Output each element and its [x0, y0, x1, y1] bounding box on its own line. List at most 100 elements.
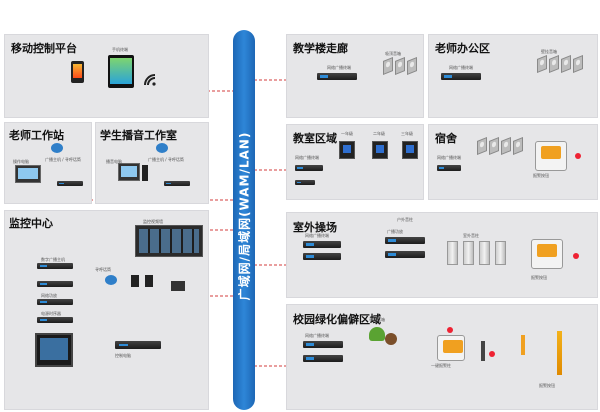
- speaker-icon: [395, 56, 405, 76]
- panel-classroom: 教室区域 网络广播终端 一年级 二年级 三年级: [286, 124, 424, 200]
- tablet-icon: [108, 55, 134, 88]
- device-label: 网络广播终端: [327, 65, 351, 70]
- panel-title: 宿舍: [435, 132, 457, 145]
- broadcast-host-device: [57, 181, 83, 186]
- broadcast-terminal: [295, 180, 315, 185]
- panel-title: 室外操场: [293, 221, 337, 234]
- video-wall: [135, 225, 203, 257]
- device-label: 控制电脑: [115, 353, 131, 358]
- device-label: 网络广播终端: [305, 233, 329, 238]
- speaker-icon: [561, 54, 571, 74]
- panel-monitor-center: 监控中心 监控视频墙 数字广播主机 网络功放 电源时序器 寻呼话筒 控制电脑: [4, 210, 209, 410]
- class-label: 一年级: [341, 131, 353, 136]
- broadcast-terminal: [437, 165, 461, 171]
- class-label: 二年级: [373, 131, 385, 136]
- speaker-icon: [513, 136, 523, 156]
- alarm-light-icon: [489, 351, 495, 357]
- panel-dormitory: 宿舍 网络广播终端 报警按钮: [428, 124, 598, 200]
- speaker-icon: [477, 136, 487, 156]
- media-player-icon: [171, 281, 185, 291]
- device-label: 广播主机 / 寻呼话筒: [148, 157, 184, 162]
- pc-tower-icon: [142, 165, 148, 181]
- paging-mic-icon: [51, 143, 63, 153]
- alarm-light-icon: [575, 153, 581, 159]
- broadcast-terminal: [303, 355, 343, 362]
- class-label: 三年级: [401, 131, 413, 136]
- device-label: 寻呼话筒: [95, 267, 111, 272]
- broadcast-terminal: [303, 241, 341, 248]
- device-label: 操作电脑: [13, 159, 29, 164]
- classroom-speaker: [402, 141, 418, 159]
- speaker-icon: [549, 54, 559, 74]
- speaker-icon: [573, 54, 583, 74]
- device-label: 网络广播终端: [295, 155, 319, 160]
- panel-student-studio: 学生播音工作室 广播主机 / 寻呼话筒 播音电脑: [95, 122, 209, 204]
- device-label: 播音电脑: [106, 159, 122, 164]
- laptop-icon: [15, 165, 41, 183]
- panel-title: 学生播音工作室: [100, 129, 177, 142]
- panel-title: 老师工作站: [9, 129, 64, 142]
- rack-device: [37, 263, 73, 269]
- alarm-box: [535, 141, 567, 171]
- main-host-device: [115, 341, 161, 349]
- lawn-speaker-icon: [369, 327, 385, 341]
- broadcast-host-device: [164, 181, 190, 186]
- speaker-icon: [407, 56, 417, 76]
- speaker-icon: [501, 136, 511, 156]
- panel-outdoor: 室外操场 网络广播终端 广播功放 室外音柱 报警按钮 户外音柱: [286, 212, 598, 298]
- device-label: 一键报警柱: [431, 363, 451, 368]
- speaker-icon: [145, 275, 153, 287]
- speaker-icon: [489, 136, 499, 156]
- broadcast-terminal: [441, 73, 481, 80]
- device-label: 广播主机 / 寻呼话筒: [45, 157, 81, 162]
- device-label: 室外音柱: [463, 233, 479, 238]
- speaker-icon: [131, 275, 139, 287]
- bollard-icon: [481, 341, 485, 361]
- device-label: 网络广播终端: [305, 333, 329, 338]
- paging-mic-icon: [105, 275, 117, 285]
- device-label: 网络广播终端: [449, 65, 473, 70]
- amplifier-device: [385, 237, 425, 244]
- device-label: 手机终端: [112, 47, 128, 52]
- device-label: 监控视频墙: [143, 219, 163, 224]
- device-label: 报警按钮: [539, 383, 555, 388]
- device-label: 户外音柱: [397, 217, 413, 222]
- rack-device: [37, 317, 73, 323]
- device-label: 吸顶音箱: [385, 51, 401, 56]
- panel-title: 教室区域: [293, 132, 337, 145]
- broadcast-terminal: [295, 165, 323, 171]
- panel-title: 教学楼走廊: [293, 42, 348, 55]
- device-label: 数字广播主机: [41, 257, 65, 262]
- device-label: 壁挂音箱: [541, 49, 557, 54]
- panel-garden: 校园绿化偏僻区域 网络广播终端 草坪音箱 一键报警柱 报警按钮: [286, 304, 598, 410]
- rack-device: [37, 299, 73, 305]
- device-label: 报警按钮: [531, 275, 547, 280]
- alarm-post-icon: [521, 335, 525, 355]
- backbone-label: 广域网/局域网(WAM/LAN): [237, 131, 252, 301]
- alarm-light-icon: [447, 327, 453, 333]
- column-speaker: [447, 241, 458, 265]
- desktop-icon: [118, 163, 140, 181]
- broadcast-terminal: [303, 253, 341, 260]
- broadcast-terminal: [303, 341, 343, 348]
- network-backbone: [233, 30, 255, 410]
- alarm-box: [531, 239, 563, 269]
- panel-mobile-control: 移动控制平台 手机终端: [4, 34, 209, 118]
- alarm-column-icon: [557, 331, 562, 375]
- panel-title: 校园绿化偏僻区域: [293, 313, 381, 326]
- device-label: 草坪音箱: [369, 317, 385, 322]
- rack-device: [37, 281, 73, 287]
- classroom-speaker: [372, 141, 388, 159]
- device-label: 网络功放: [41, 293, 57, 298]
- broadcast-terminal: [317, 73, 357, 80]
- column-speaker: [463, 241, 474, 265]
- panel-corridor: 教学楼走廊 网络广播终端 吸顶音箱: [286, 34, 424, 118]
- panel-title: 老师办公区: [435, 42, 490, 55]
- speaker-icon: [383, 56, 393, 76]
- device-label: 广播功放: [387, 229, 403, 234]
- amplifier-device: [385, 251, 425, 258]
- alarm-light-icon: [573, 253, 579, 259]
- panel-teacher-station: 老师工作站 广播主机 / 寻呼话筒 操作电脑: [4, 122, 92, 204]
- panel-title: 监控中心: [9, 217, 53, 230]
- alarm-box: [437, 335, 465, 361]
